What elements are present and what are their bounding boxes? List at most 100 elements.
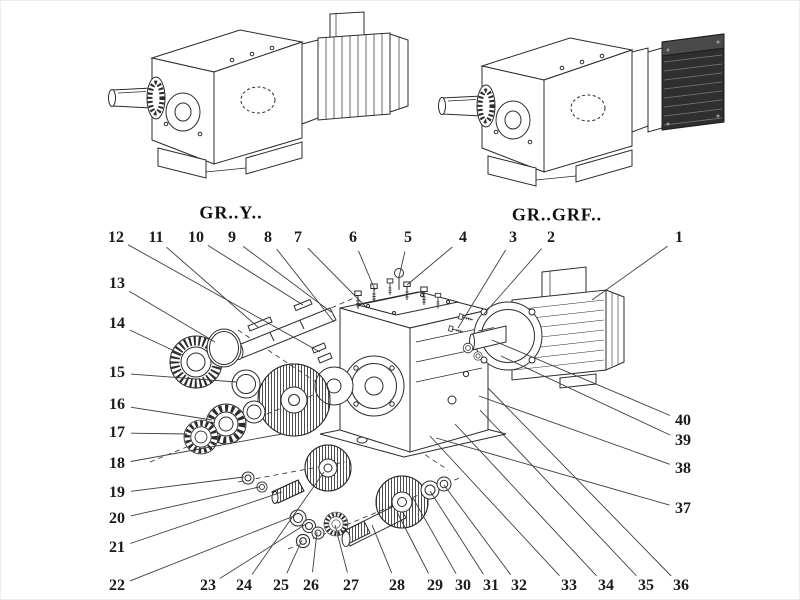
leader-line-18: [130, 433, 283, 462]
callout-30: 30: [454, 577, 472, 594]
callout-9: 9: [227, 229, 237, 246]
callout-8: 8: [263, 229, 273, 246]
callout-23: 23: [199, 577, 217, 594]
cover-bolts: [354, 268, 442, 310]
leader-line-8: [276, 248, 335, 323]
callout-38: 38: [674, 460, 692, 477]
leader-line-16: [130, 406, 213, 421]
leader-line-1: [591, 245, 668, 301]
retaining-ring: [206, 328, 242, 368]
callout-20: 20: [108, 510, 126, 527]
callout-26: 26: [302, 577, 320, 594]
leader-lines: [127, 244, 672, 582]
callout-17: 17: [108, 424, 126, 441]
callout-24: 24: [235, 577, 253, 594]
fan-cover: [605, 289, 625, 371]
callout-37: 37: [674, 500, 692, 517]
callout-1: 1: [674, 229, 684, 246]
leader-line-19: [130, 476, 245, 492]
callout-11: 11: [147, 229, 165, 246]
leader-line-39: [500, 355, 671, 436]
bottom-shaft-assembly: [295, 475, 452, 549]
callout-6: 6: [348, 229, 358, 246]
leader-line-35: [479, 409, 637, 577]
leader-line-9: [242, 246, 332, 313]
callout-19: 19: [108, 484, 126, 501]
leader-line-23: [219, 523, 307, 579]
leader-line-21: [130, 491, 283, 544]
callout-32: 32: [510, 577, 528, 594]
leader-line-36: [487, 387, 672, 577]
dowel-pins: [311, 342, 333, 364]
leader-line-30: [412, 497, 457, 575]
leader-line-4: [406, 246, 453, 286]
electric-motor-finned: [317, 11, 409, 121]
callout-4: 4: [458, 229, 468, 246]
callout-22: 22: [108, 577, 126, 594]
motor-assembly: [469, 266, 625, 389]
leader-line-11: [166, 246, 260, 329]
callout-2: 2: [546, 229, 556, 246]
gearbox-housing: [339, 291, 489, 453]
callout-16: 16: [108, 396, 126, 413]
leader-line-31: [429, 490, 484, 575]
leader-line-3: [457, 249, 507, 329]
compact-motor-dark: [647, 33, 725, 133]
callout-12: 12: [107, 229, 125, 246]
callout-31: 31: [482, 577, 500, 594]
callout-15: 15: [108, 364, 126, 381]
leader-line-32: [443, 484, 512, 576]
callout-13: 13: [108, 275, 126, 292]
callout-18: 18: [108, 455, 126, 472]
callout-3: 3: [508, 229, 518, 246]
figure-label-gr-grf: GR..GRF..: [511, 204, 603, 225]
callout-5: 5: [403, 229, 413, 246]
inspection-cover: [357, 291, 459, 316]
callout-14: 14: [108, 315, 126, 332]
callout-28: 28: [388, 577, 406, 594]
leader-line-24: [251, 471, 325, 575]
callout-7: 7: [293, 229, 303, 246]
oil-plug: [447, 395, 457, 405]
gear-cluster: [184, 363, 354, 454]
leader-line-27: [334, 524, 348, 573]
callout-21: 21: [108, 539, 126, 556]
leader-line-5: [398, 251, 406, 278]
leader-line-7: [307, 247, 367, 308]
leader-line-28: [371, 524, 393, 574]
leader-line-22: [129, 515, 295, 582]
callout-33: 33: [560, 577, 578, 594]
leader-line-34: [454, 423, 597, 577]
callout-27: 27: [342, 577, 360, 594]
leader-line-40: [491, 339, 671, 416]
leader-line-12: [127, 244, 321, 353]
callout-34: 34: [597, 577, 615, 594]
callout-35: 35: [637, 577, 655, 594]
callout-10: 10: [187, 229, 205, 246]
leader-line-10: [207, 245, 304, 306]
callout-40: 40: [674, 412, 692, 429]
leader-line-6: [358, 250, 376, 291]
leader-line-2: [483, 248, 543, 315]
gearmotor-illustration-gr-grf: [439, 33, 725, 186]
leader-line-29: [396, 511, 430, 574]
leader-line-13: [128, 290, 216, 343]
leader-line-17: [130, 432, 188, 435]
figure-label-gr-y: GR..Y..: [199, 202, 263, 223]
leader-line-14: [129, 329, 184, 356]
callout-36: 36: [672, 577, 690, 594]
leader-line-20: [130, 486, 260, 517]
leader-line-38: [478, 395, 670, 465]
gearmotor-illustration-gr-y: [109, 11, 409, 178]
leader-line-33: [429, 435, 560, 577]
intermediate-gear: [304, 444, 352, 492]
callout-39: 39: [674, 432, 692, 449]
callout-29: 29: [426, 577, 444, 594]
oil-seal: [231, 369, 261, 399]
leader-line-37: [435, 437, 670, 506]
leader-line-15: [130, 373, 237, 383]
callout-25: 25: [272, 577, 290, 594]
